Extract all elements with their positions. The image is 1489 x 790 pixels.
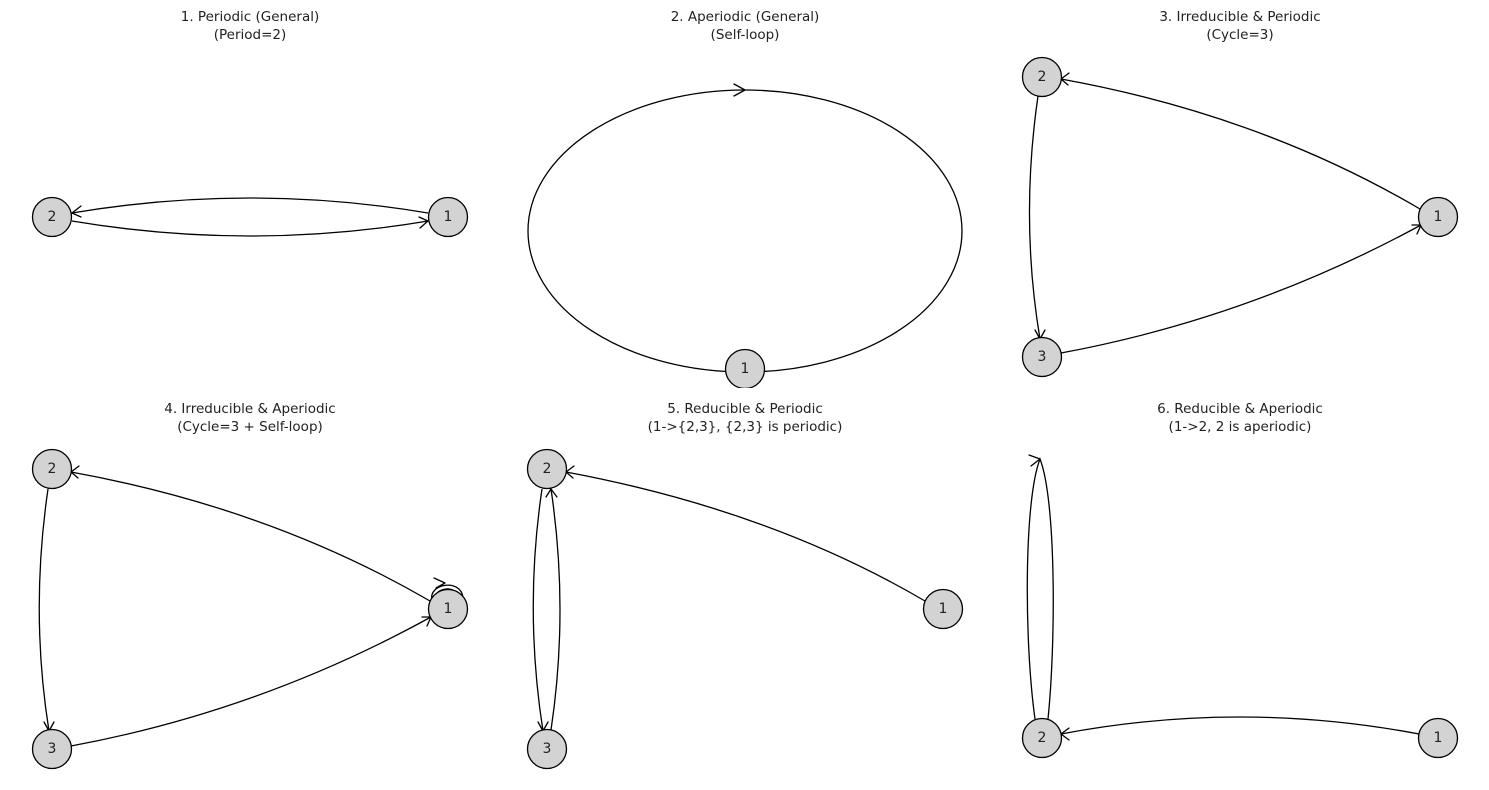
panel-5-node-1: 1 — [922, 588, 964, 630]
panel-2: 2. Aperiodic (General) (Self-loop) 1 — [527, 9, 963, 394]
panel-5-edge-3-to-2 — [550, 488, 561, 731]
node-label: 1 — [444, 601, 453, 617]
panel-5-edge-1-to-2 — [565, 471, 926, 602]
panel-2-arrowhead-self-loop — [733, 83, 746, 97]
node-label: 2 — [48, 209, 57, 225]
panel-4-edge-2-to-3 — [38, 488, 50, 732]
node-circle — [31, 728, 73, 770]
node-label: 2 — [543, 461, 552, 477]
panel-6-arrowhead-self-loop — [1028, 454, 1041, 467]
panel-1-node-2: 2 — [31, 196, 73, 238]
panel-3-node-2: 2 — [1021, 56, 1063, 98]
node-label: 1 — [939, 601, 948, 617]
panel-6-edge-1-to-2 — [1060, 716, 1420, 735]
self-loop-arrowhead — [433, 577, 446, 589]
panel-4-node-1: 1 — [427, 588, 469, 630]
node-circle — [526, 448, 568, 490]
node-label: 2 — [48, 461, 57, 477]
panel-3-title-line2: (Cycle=3) — [1206, 27, 1273, 43]
panel-6-node-1: 1 — [1417, 717, 1459, 759]
panel-1: 1. Periodic (General) (Period=2) 2 1 — [31, 9, 469, 238]
panel-1-node-1: 1 — [427, 196, 469, 238]
panel-6-node-2: 2 — [1021, 717, 1063, 759]
panel-4-node-3: 3 — [31, 728, 73, 770]
node-label: 1 — [1434, 730, 1443, 746]
panel-6-title-line1: 6. Reducible & Aperiodic — [1157, 401, 1323, 417]
node-label: 1 — [444, 209, 453, 225]
node-circle — [922, 588, 964, 630]
panel-2-title-line2: (Self-loop) — [711, 27, 780, 43]
panel-5-node-3: 3 — [526, 728, 568, 770]
panel-3-edge-3-to-1 — [1060, 224, 1422, 354]
node-label: 1 — [741, 361, 750, 377]
panel-6: 6. Reducible & Aperiodic (1->2, 2 is ape… — [1021, 401, 1459, 759]
panel-4-title-line1: 4. Irreducible & Aperiodic — [164, 401, 335, 417]
panel-5-node-2: 2 — [526, 448, 568, 490]
node-circle — [31, 448, 73, 490]
panel-1-title-line1: 1. Periodic (General) — [181, 9, 319, 25]
panel-4: 4. Irreducible & Aperiodic (Cycle=3 + Se… — [31, 401, 469, 770]
node-circle — [1417, 717, 1459, 759]
panel-4-edge-1-to-2 — [70, 471, 431, 602]
panel-3: 3. Irreducible & Periodic (Cycle=3) 2 1 … — [1021, 9, 1459, 378]
node-label: 2 — [1038, 730, 1047, 746]
node-circle — [427, 196, 469, 238]
panel-6-self-loop-2 — [1026, 457, 1054, 720]
node-circle — [526, 728, 568, 770]
node-circle — [427, 588, 469, 630]
node-circle — [1021, 717, 1063, 759]
panel-1-title-line2: (Period=2) — [214, 27, 287, 43]
node-label: 1 — [1434, 209, 1443, 225]
node-label: 3 — [1038, 349, 1047, 365]
panel-2-node-1: 1 — [724, 348, 766, 390]
panel-5-title-line2: (1->{2,3}, {2,3} is periodic) — [648, 419, 843, 435]
panel-3-title-line1: 3. Irreducible & Periodic — [1159, 9, 1320, 25]
node-circle — [1021, 336, 1063, 378]
panel-2-self-loop-1 — [527, 89, 963, 373]
panel-5-arrowhead-3-to-2 — [545, 488, 558, 498]
panel-1-arrowhead-1-to-2 — [71, 205, 82, 218]
node-label: 3 — [48, 741, 57, 757]
node-label: 3 — [543, 741, 552, 757]
panel-6-title-line2: (1->2, 2 is aperiodic) — [1169, 419, 1312, 435]
panel-1-edge-1-to-2 — [71, 197, 429, 214]
panel-2-clip-mask — [715, 388, 775, 394]
panel-5-title-line1: 5. Reducible & Periodic — [667, 401, 823, 417]
node-label: 2 — [1038, 69, 1047, 85]
node-circle — [1021, 56, 1063, 98]
panel-1-arrowhead-2-to-1 — [418, 216, 429, 229]
panel-3-node-3: 3 — [1021, 336, 1063, 378]
node-circle — [1417, 196, 1459, 238]
node-circle — [31, 196, 73, 238]
panel-2-title-line1: 2. Aperiodic (General) — [671, 9, 820, 25]
panel-4-node-2: 2 — [31, 448, 73, 490]
panel-3-node-1: 1 — [1417, 196, 1459, 238]
panel-3-edge-1-to-2 — [1060, 78, 1421, 210]
panel-4-edge-3-to-1 — [70, 616, 432, 747]
panel-3-edge-2-to-3 — [1028, 95, 1041, 340]
panel-4-title-line2: (Cycle=3 + Self-loop) — [177, 419, 323, 435]
panel-5-edge-2-to-3 — [532, 488, 544, 732]
panel-5: 5. Reducible & Periodic (1->{2,3}, {2,3}… — [526, 401, 964, 770]
panel-1-edge-2-to-1 — [71, 220, 429, 237]
self-loop-curve — [431, 584, 464, 601]
